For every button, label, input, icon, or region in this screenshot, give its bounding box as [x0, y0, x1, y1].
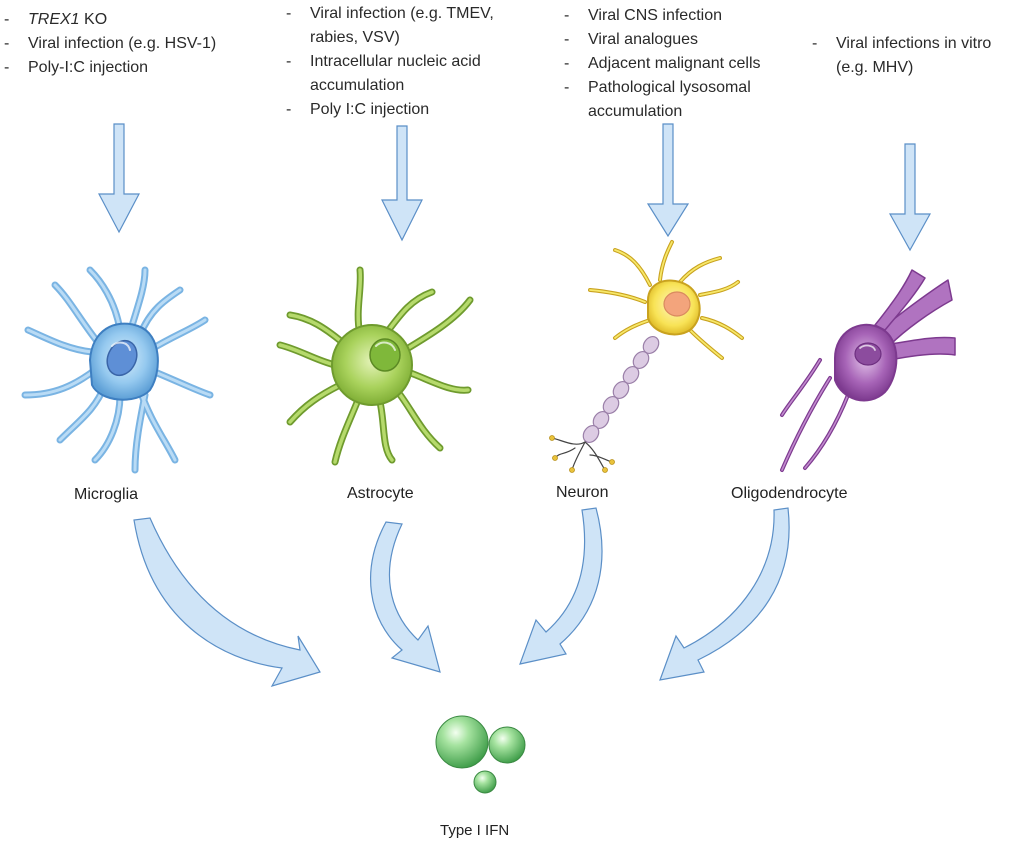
list-item: Viral infections in vitro (e.g. MHV)	[810, 32, 1021, 80]
curved-arrow-microglia	[133, 517, 321, 687]
microglia-label: Microglia	[74, 486, 139, 503]
curved-arrow-oligodendrocyte	[659, 507, 790, 681]
list-item: Viral CNS infection	[562, 4, 792, 28]
curved-arrow-astrocyte	[370, 521, 441, 673]
microglia-cell	[21, 266, 214, 474]
oligodendrocyte-triggers: Viral infections in vitro (e.g. MHV)	[810, 32, 1021, 80]
neuron-label: Neuron	[556, 484, 609, 501]
list-item: Poly-I:C injection	[2, 56, 292, 80]
list-item: Pathological lysosomal accumulation	[562, 76, 792, 124]
list-item: TREX1 KO	[2, 8, 292, 32]
list-item: Poly I:C injection	[284, 98, 546, 122]
down-arrow-microglia	[98, 123, 140, 234]
microglia-triggers: TREX1 KO Viral infection (e.g. HSV-1) Po…	[2, 8, 292, 80]
oligodendrocyte-label: Oligodendrocyte	[731, 485, 848, 502]
type-i-ifn-molecules	[435, 715, 526, 794]
astrocyte-cell	[276, 266, 474, 466]
down-arrow-oligodendrocyte	[888, 143, 932, 252]
down-arrow-astrocyte	[381, 125, 423, 242]
neuron-triggers: Viral CNS infection Viral analogues Adja…	[562, 4, 792, 124]
type-i-ifn-label: Type I IFN	[440, 822, 510, 839]
oligodendrocyte-cell	[780, 269, 956, 472]
list-item: Viral infection (e.g. HSV-1)	[2, 32, 292, 56]
curved-arrow-neuron	[519, 507, 603, 665]
down-arrow-neuron	[646, 123, 690, 238]
list-item: Viral analogues	[562, 28, 792, 52]
list-item: Intracellular nucleic acid accumulation	[284, 50, 546, 98]
neuron-cell	[549, 240, 744, 473]
list-item: Adjacent malignant cells	[562, 52, 792, 76]
list-item: Viral infection (e.g. TMEV, rabies, VSV)	[284, 2, 546, 50]
astrocyte-triggers: Viral infection (e.g. TMEV, rabies, VSV)…	[284, 2, 546, 122]
astrocyte-label: Astrocyte	[347, 485, 414, 502]
